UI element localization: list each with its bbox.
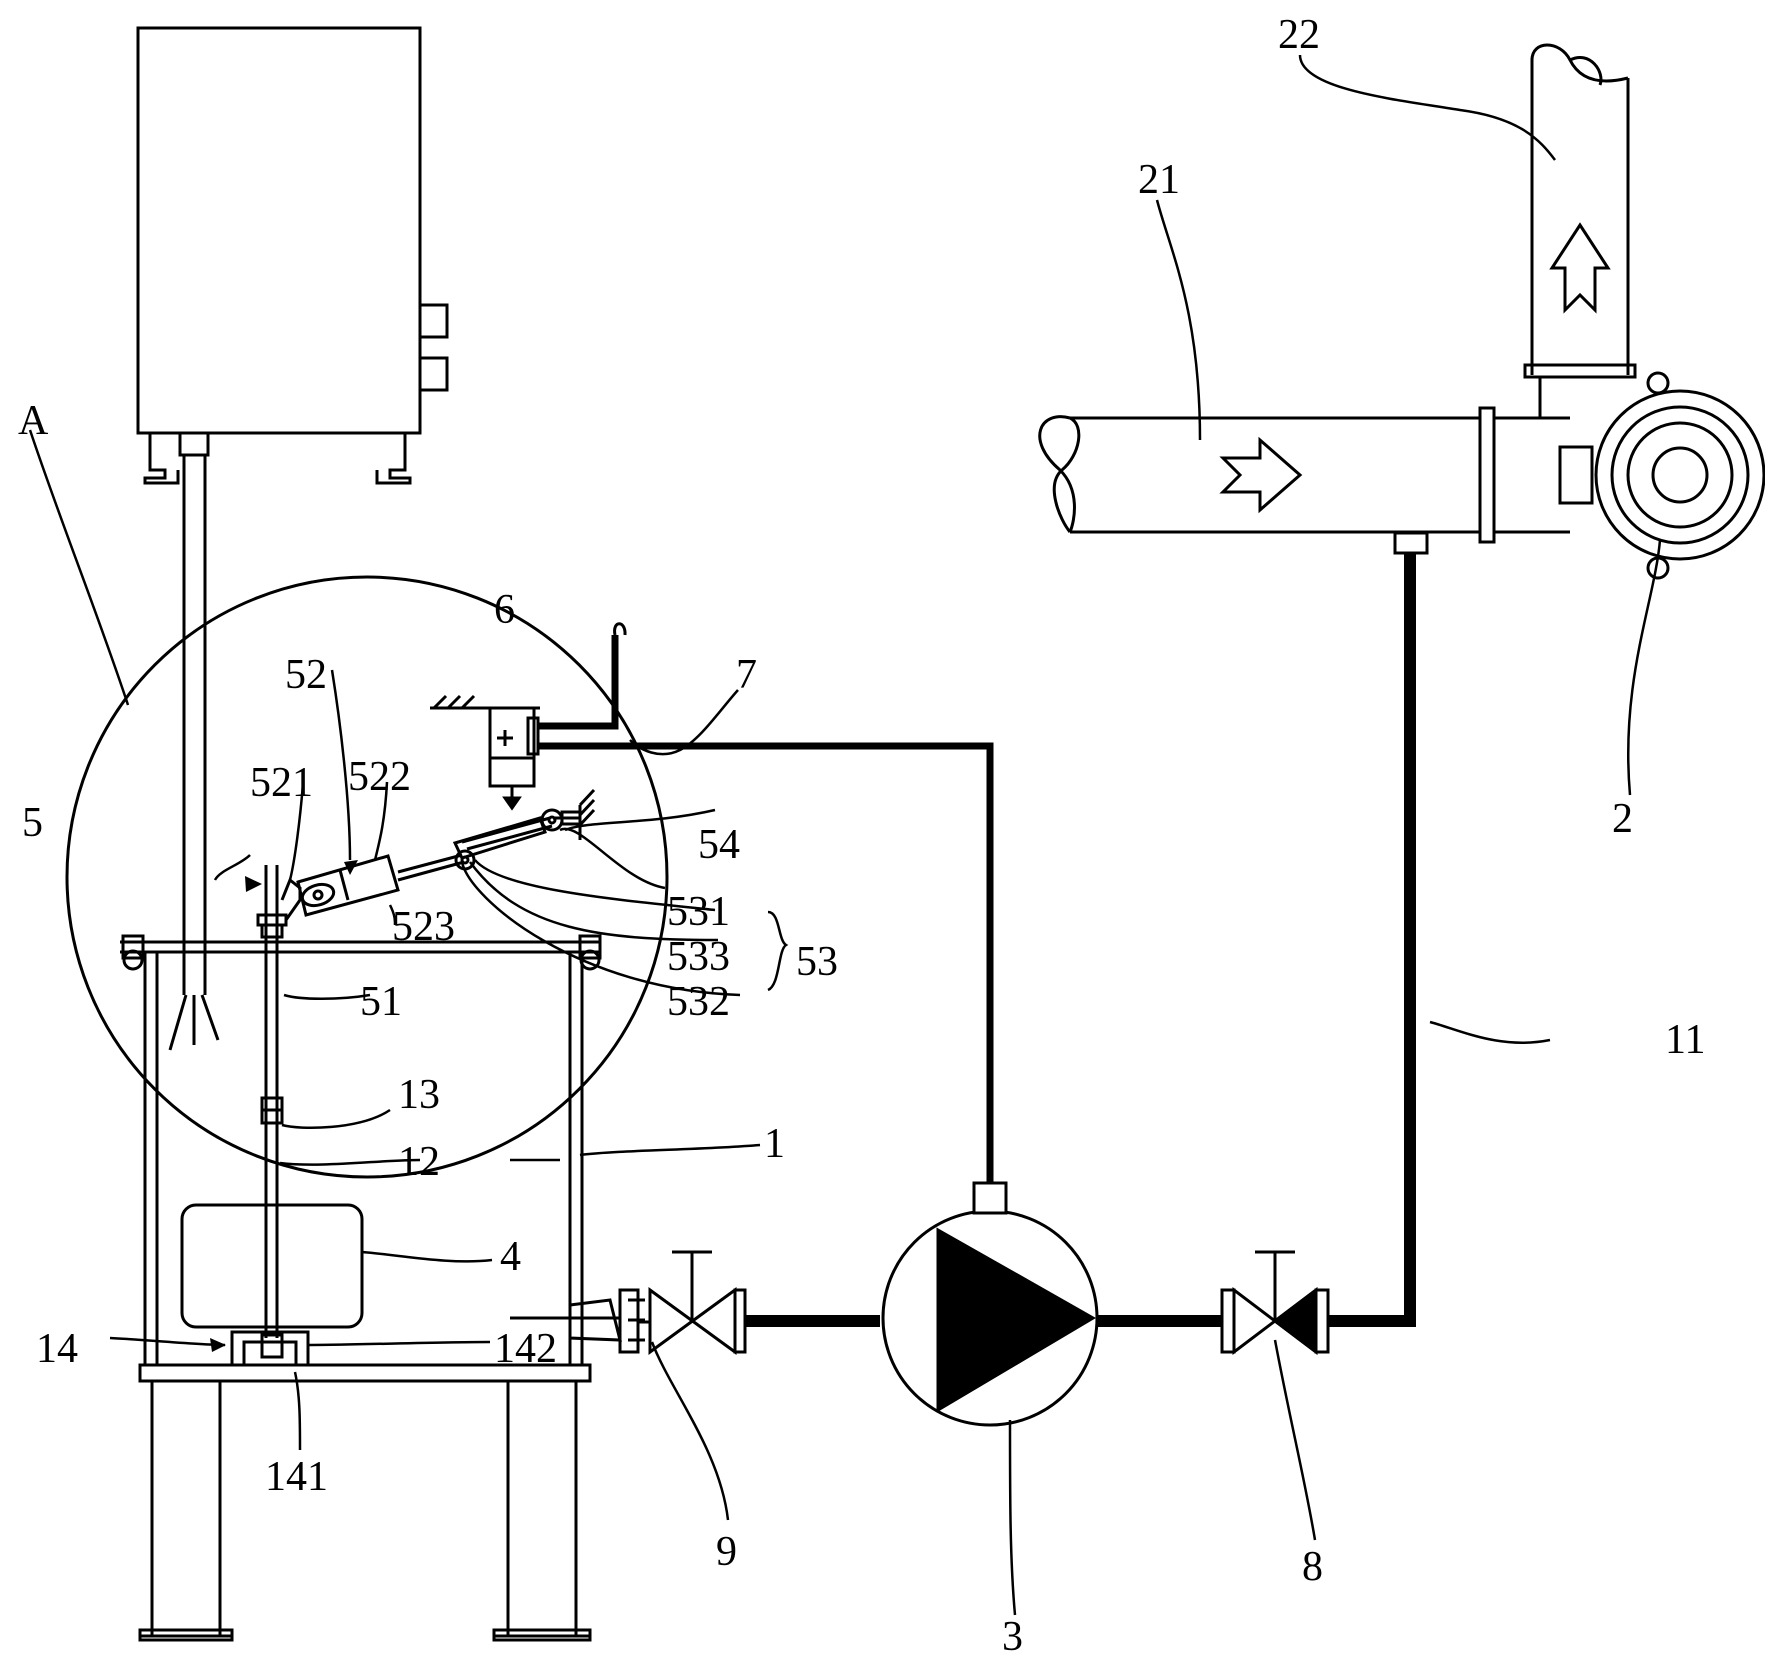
upper-cabinet [136,26,449,485]
arrowhead-14 [210,1338,226,1352]
horizontal-duct [1038,406,1570,544]
label-53: 53 [796,939,838,985]
label-9: 9 [716,1529,737,1575]
vertical-duct [1523,43,1637,418]
motor-box [180,1203,364,1329]
label-14: 14 [36,1326,78,1372]
arrowhead-5 [245,876,262,892]
label-7: 7 [736,652,757,698]
return-pipe [1328,552,1416,1327]
label-a: A [18,398,49,444]
label-54: 54 [698,822,740,868]
label-4: 4 [500,1234,521,1280]
frame [120,934,602,1642]
leader-lines [109,54,1662,1616]
cabinet-connector-top [418,303,449,339]
pipe-fitting [1393,531,1429,555]
brace-53 [767,910,789,992]
label-531: 531 [667,889,730,935]
label-51: 51 [360,979,402,1025]
label-11: 11 [1665,1017,1705,1063]
labels: A 22 21 2 7 6 52 521 522 5 523 54 531 53… [18,12,1705,1658]
label-12: 12 [398,1139,440,1185]
label-532: 532 [667,979,730,1025]
outlet-nozzle [510,1288,645,1354]
feed-pipe [168,455,220,1051]
cabinet-connector-bottom [418,356,449,392]
label-1: 1 [764,1121,785,1167]
arrowhead-52 [344,860,358,875]
label-2: 2 [1612,796,1633,842]
label-52: 52 [285,652,327,698]
valve-9 [638,1250,747,1355]
lever-mechanism [280,788,596,921]
label-6: 6 [494,587,515,633]
label-21: 21 [1138,157,1180,203]
label-3: 3 [1002,1614,1023,1653]
label-522: 522 [348,754,411,800]
label-141: 141 [265,1454,328,1500]
rod-assembly [230,865,310,1365]
label-5: 5 [22,800,43,846]
label-521: 521 [250,760,313,806]
label-523: 523 [392,904,455,950]
label-142: 142 [494,1326,557,1372]
label-22: 22 [1278,12,1320,58]
signal-cable [538,622,994,1183]
label-13: 13 [398,1072,440,1118]
label-533: 533 [667,934,730,980]
label-8: 8 [1302,1544,1323,1590]
pump [881,1181,1099,1427]
fan [1558,371,1765,580]
valve-8 [1220,1250,1330,1356]
detail-circle-a [28,429,669,1179]
limit-switch [430,694,540,811]
arrowheads [210,860,358,1352]
